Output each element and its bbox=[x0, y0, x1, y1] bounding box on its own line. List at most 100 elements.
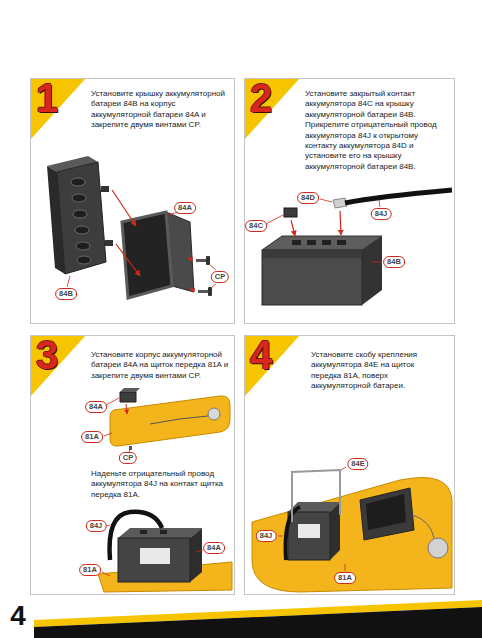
step-number: 1 bbox=[36, 78, 58, 118]
callout-number: 84J bbox=[86, 520, 107, 532]
page-number: 4 bbox=[10, 602, 26, 630]
box-opening bbox=[122, 212, 172, 298]
terminal bbox=[140, 530, 147, 534]
open-contact bbox=[333, 198, 347, 208]
screw-shaft bbox=[196, 259, 206, 262]
leader-line bbox=[67, 276, 70, 287]
dash-panel bbox=[252, 478, 452, 593]
gauge bbox=[208, 408, 220, 420]
callout-number: 81A bbox=[79, 564, 101, 576]
dash-panel bbox=[110, 396, 230, 446]
screw-shaft bbox=[198, 290, 208, 293]
leader-line bbox=[210, 265, 216, 270]
assembly-arrow bbox=[340, 211, 341, 235]
assembly-arrow bbox=[116, 244, 140, 276]
peg bbox=[101, 186, 109, 192]
gauge bbox=[428, 538, 448, 558]
footer-band bbox=[34, 607, 482, 638]
corner-triangle bbox=[30, 335, 86, 397]
step-panel: 2 Установите закрытый контакт аккумулятор… bbox=[244, 78, 455, 324]
battery-sticker bbox=[298, 524, 320, 538]
battery-bracket bbox=[292, 470, 340, 522]
battery-box bbox=[120, 392, 136, 402]
callout-number: 84A bbox=[85, 401, 107, 413]
battery-sticker bbox=[140, 548, 170, 564]
callout-number: 84C bbox=[245, 220, 267, 232]
assembly-arrow bbox=[190, 289, 195, 291]
screw bbox=[198, 287, 212, 296]
instruction-text: Наденьте отрицательный провод аккумулято… bbox=[91, 469, 229, 500]
battery-lid bbox=[47, 156, 113, 274]
terminal bbox=[77, 256, 91, 264]
callout-number: 84A bbox=[203, 542, 225, 554]
callout-number: 84B bbox=[383, 256, 405, 268]
callout-number: 84A bbox=[174, 202, 196, 214]
leader-line bbox=[104, 433, 112, 436]
battery-holder bbox=[360, 488, 414, 540]
terminal bbox=[71, 178, 85, 186]
corner-triangle bbox=[244, 78, 300, 140]
callout-number: CP bbox=[119, 452, 137, 464]
terminal bbox=[160, 530, 167, 534]
battery bbox=[262, 236, 382, 305]
leader-line bbox=[211, 284, 216, 288]
step-number: 2 bbox=[250, 78, 272, 118]
lid-face bbox=[57, 162, 106, 274]
battery-box bbox=[122, 212, 194, 298]
instruction-text: Установите скобу крепления аккумулятора … bbox=[311, 350, 446, 392]
battery-top bbox=[118, 528, 202, 538]
step-panel: 3 Установите корпус аккумуляторной батаре… bbox=[30, 335, 235, 595]
closed-contact bbox=[284, 208, 297, 217]
battery-top bbox=[262, 236, 382, 250]
battery-side bbox=[362, 236, 382, 305]
terminal bbox=[307, 240, 316, 245]
callout-number: 84J bbox=[371, 208, 392, 220]
leader-line bbox=[278, 536, 283, 537]
callout-number: 84E bbox=[347, 458, 368, 470]
step-number: 3 bbox=[36, 335, 58, 375]
battery-side bbox=[330, 502, 340, 560]
screw bbox=[196, 256, 210, 265]
leader-line bbox=[106, 525, 110, 526]
battery-side bbox=[190, 528, 202, 582]
assembly-arrow bbox=[291, 220, 295, 236]
wire bbox=[150, 416, 208, 424]
instruction-text: Установите закрытый контакт аккумулятора… bbox=[305, 89, 445, 172]
terminal bbox=[76, 242, 90, 250]
terminal bbox=[337, 240, 346, 245]
assembly-arrow bbox=[112, 190, 136, 226]
assembly-arrow bbox=[188, 258, 193, 260]
battery-front bbox=[118, 538, 190, 582]
leader-line bbox=[341, 467, 346, 470]
terminal bbox=[73, 210, 87, 218]
instruction-text: Установите крышку аккумуляторной батареи… bbox=[91, 89, 229, 131]
terminal bbox=[292, 240, 301, 245]
lid-band bbox=[262, 250, 362, 258]
instruction-text: Установите корпус аккумуляторной батареи… bbox=[91, 350, 229, 381]
callout-number: 84B bbox=[55, 288, 77, 300]
leader-line bbox=[266, 215, 283, 224]
negative-cable bbox=[110, 512, 162, 560]
peg bbox=[105, 240, 113, 246]
step-number: 4 bbox=[250, 335, 272, 375]
leader-line bbox=[196, 550, 203, 552]
leader-line bbox=[379, 200, 380, 207]
screw-head bbox=[208, 287, 212, 296]
leader-line bbox=[345, 564, 346, 571]
callout-number: CP bbox=[211, 271, 229, 283]
terminal bbox=[322, 240, 331, 245]
callout-number: 84J bbox=[256, 530, 277, 542]
battery-front bbox=[288, 512, 330, 560]
terminal bbox=[75, 226, 89, 234]
leader-line bbox=[372, 262, 382, 263]
assembly-arrow bbox=[126, 404, 127, 414]
corner-triangle bbox=[30, 78, 86, 140]
callout-number: 81A bbox=[334, 572, 356, 584]
wire bbox=[412, 515, 434, 538]
leader-line bbox=[102, 572, 110, 576]
callout-number: 84D bbox=[297, 192, 319, 204]
holder-opening bbox=[366, 494, 406, 530]
callout-number: 81A bbox=[81, 431, 103, 443]
